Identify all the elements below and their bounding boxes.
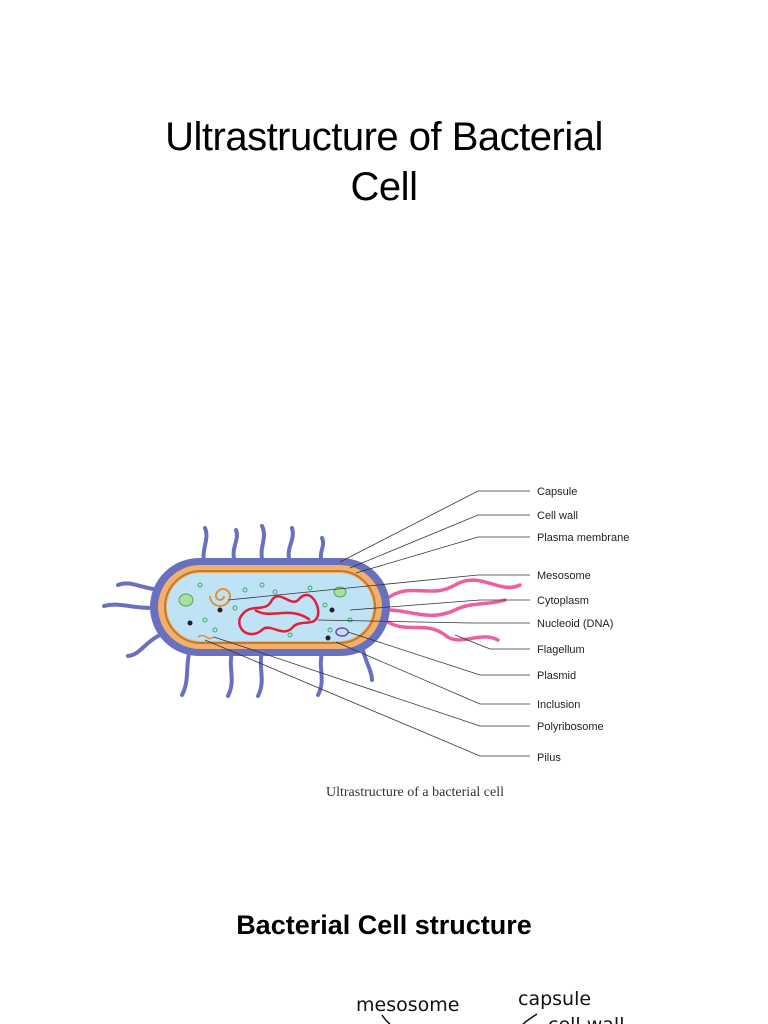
handwritten-stroke-capsule bbox=[522, 1013, 538, 1024]
pilus-top-2 bbox=[231, 528, 239, 564]
leader-inclusion bbox=[335, 641, 530, 705]
ribosome-granules bbox=[197, 582, 353, 638]
bacterial-cell-diagram: Capsule Cell wall Plasma membrane Mesoso… bbox=[0, 470, 768, 780]
leader-polyribosome bbox=[213, 636, 530, 727]
inclusion-1 bbox=[178, 593, 194, 607]
granule-10 bbox=[327, 627, 333, 633]
section-heading: Bacterial Cell structure bbox=[236, 910, 532, 940]
pilus-bottom-4 bbox=[316, 651, 324, 697]
dark-granule-3 bbox=[329, 607, 335, 613]
label-flagellum: Flagellum bbox=[537, 644, 585, 656]
plasma-membrane-shape bbox=[164, 570, 376, 644]
leader-pilus bbox=[204, 639, 530, 757]
label-polyribosome: Polyribosome bbox=[537, 721, 604, 733]
handwritten-cell-wall: cell wall bbox=[548, 1014, 624, 1024]
nucleoid-shape bbox=[238, 593, 320, 636]
handwritten-mesosome: mesosome bbox=[356, 994, 460, 1016]
leader-flagellum bbox=[454, 634, 530, 650]
leader-capsule bbox=[339, 490, 530, 563]
mesosome-shape bbox=[209, 588, 232, 607]
granule-9 bbox=[287, 632, 293, 638]
leader-nucleoid bbox=[317, 619, 530, 624]
label-inclusion: Inclusion bbox=[537, 699, 580, 711]
dark-granules bbox=[187, 607, 335, 641]
pilus-left-2 bbox=[102, 602, 154, 610]
label-plasma-membrane: Plasma membrane bbox=[537, 532, 629, 544]
granule-3 bbox=[259, 582, 265, 588]
granule-4 bbox=[272, 589, 278, 595]
title-line-2: Cell bbox=[350, 165, 418, 209]
leader-plasma-membrane bbox=[355, 536, 530, 574]
label-plasmid: Plasmid bbox=[537, 670, 576, 682]
pilus-bottom-1 bbox=[180, 648, 192, 697]
granule-1 bbox=[197, 582, 203, 588]
flagellum-1 bbox=[383, 578, 522, 602]
dark-granule-4 bbox=[325, 635, 331, 641]
flagella bbox=[383, 578, 522, 642]
dark-granule-2 bbox=[187, 620, 193, 626]
label-mesosome: Mesosome bbox=[537, 570, 591, 582]
granule-5 bbox=[307, 585, 313, 591]
flagellum-3 bbox=[383, 618, 500, 642]
bacterial-cell-svg: Capsule Cell wall Plasma membrane Mesoso… bbox=[102, 486, 629, 764]
granule-12 bbox=[232, 605, 238, 611]
flagellum-2 bbox=[386, 598, 507, 618]
pilus-bottom-3 bbox=[256, 650, 264, 698]
granule-2 bbox=[242, 587, 248, 593]
pilus-bottom-2 bbox=[226, 650, 234, 698]
polyribosome-shape bbox=[197, 634, 215, 640]
cytoplasm-shape bbox=[167, 573, 373, 641]
dark-granule-1 bbox=[217, 607, 223, 613]
label-cytoplasm: Cytoplasm bbox=[537, 595, 589, 607]
handwritten-capsule: capsule bbox=[518, 988, 592, 1010]
label-pilus: Pilus bbox=[537, 752, 561, 764]
leader-mesosome bbox=[227, 574, 530, 601]
leader-plasmid bbox=[347, 631, 530, 676]
pilus-left-3 bbox=[126, 633, 162, 658]
leader-lines bbox=[204, 490, 530, 757]
pilus-top-3 bbox=[259, 524, 266, 564]
leader-cell-wall bbox=[349, 514, 530, 569]
label-nucleoid: Nucleoid (DNA) bbox=[537, 618, 613, 630]
diagram-caption: Ultrastructure of a bacterial cell bbox=[325, 785, 504, 800]
leader-cytoplasm bbox=[349, 599, 530, 611]
label-capsule: Capsule bbox=[537, 486, 577, 498]
title-line-1: Ultrastructure of Bacterial bbox=[165, 115, 603, 159]
granule-7 bbox=[202, 617, 208, 623]
granule-11 bbox=[347, 617, 353, 623]
pilus-top-4 bbox=[286, 526, 295, 564]
granule-6 bbox=[322, 602, 328, 608]
handwritten-stroke-mesosome bbox=[381, 1014, 391, 1024]
slide-title: Ultrastructure of Bacterial Cell bbox=[0, 112, 768, 212]
granule-8 bbox=[212, 627, 218, 633]
label-cell-wall: Cell wall bbox=[537, 510, 578, 522]
